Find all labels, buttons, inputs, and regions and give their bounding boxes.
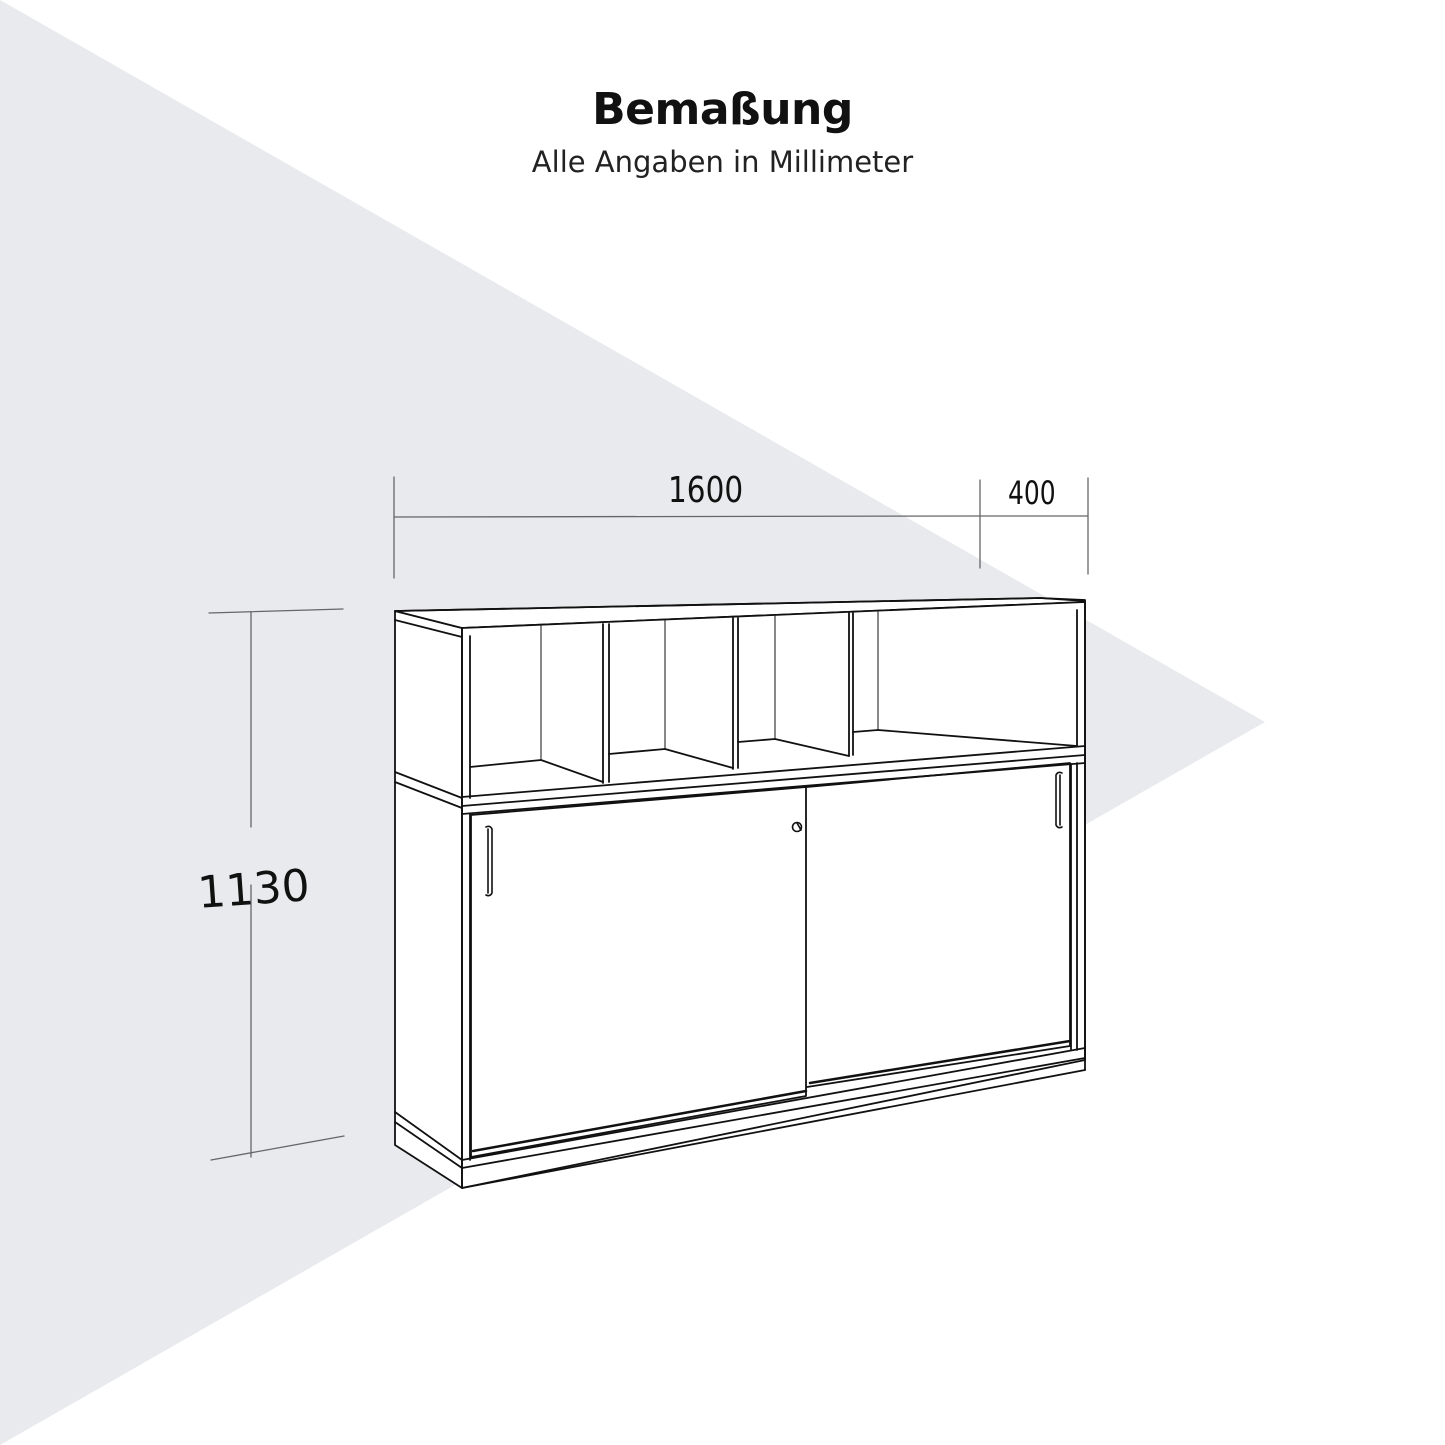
door-handle-left bbox=[485, 825, 493, 897]
lower-cabinet bbox=[461, 762, 1086, 1189]
width-dimension-label: 1600 bbox=[668, 470, 744, 511]
page-title: Bemaßung bbox=[592, 84, 853, 135]
sliding-door-left bbox=[470, 786, 808, 1158]
height-dimension-label: 1130 bbox=[196, 860, 312, 919]
door-handle-right bbox=[1055, 771, 1063, 829]
page-subtitle: Alle Angaben in Millimeter bbox=[531, 145, 914, 179]
depth-dimension-label: 400 bbox=[1008, 474, 1056, 512]
dimension-lines bbox=[208, 476, 1089, 1161]
header: Bemaßung Alle Angaben in Millimeter bbox=[0, 82, 1445, 182]
left-side-panel bbox=[394, 610, 463, 1189]
sliding-door-right bbox=[806, 762, 1072, 1088]
lock-icon bbox=[791, 821, 803, 833]
